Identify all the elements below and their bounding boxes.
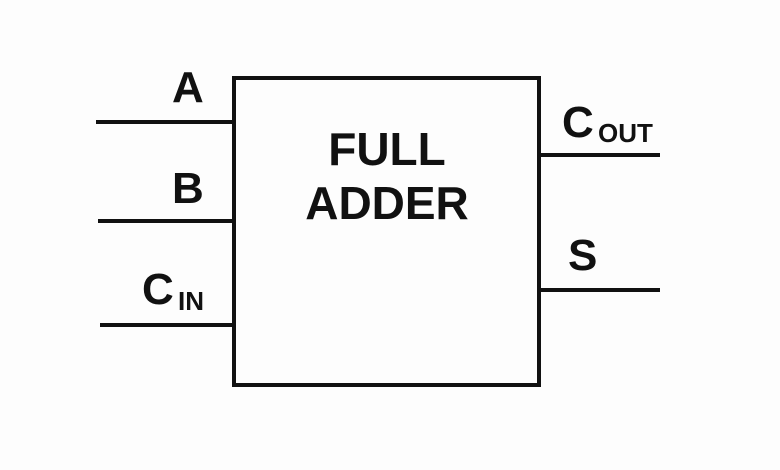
input-b-label: B [172, 164, 204, 213]
output-s-label: S [568, 231, 598, 280]
input-cin-label-sub: IN [178, 286, 204, 316]
output-cout-label-main: C [562, 98, 594, 147]
input-cin-label-main: C [142, 265, 174, 314]
block-title-line2: ADDER [305, 177, 469, 229]
output-cout-label-sub: OUT [598, 118, 653, 148]
block-title-line1: FULL [328, 123, 446, 175]
full-adder-box [232, 76, 541, 387]
input-a-label: A [172, 63, 204, 112]
